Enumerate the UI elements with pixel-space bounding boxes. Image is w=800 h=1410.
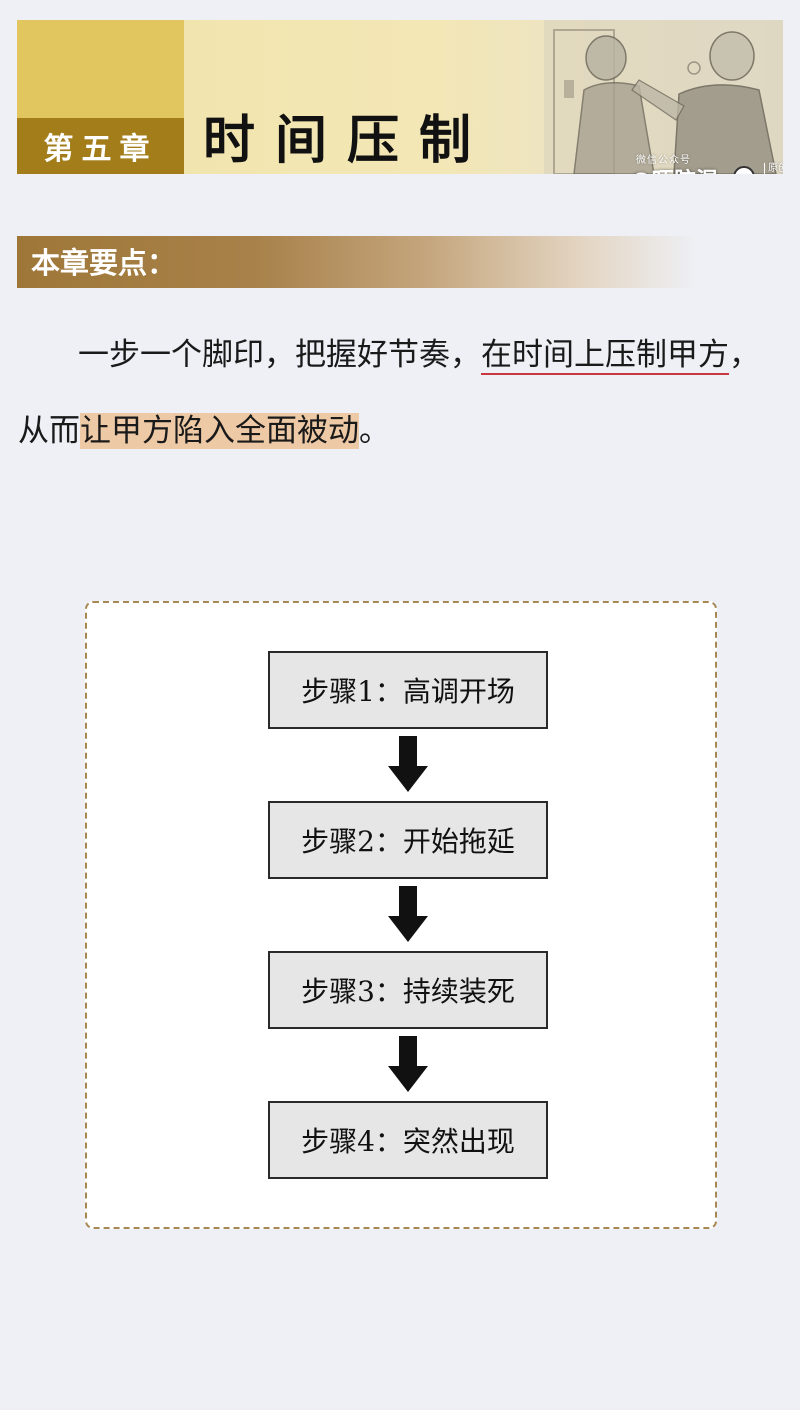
down-arrow-icon [388, 886, 428, 942]
banner-illustration [544, 20, 783, 174]
watermark-original-tag: 原创出品 [764, 163, 783, 174]
section-heading-bar: 本章要点： [17, 236, 697, 288]
section-heading: 本章要点： [31, 246, 177, 280]
chapter-label: 第五章 [17, 118, 184, 174]
down-arrow-icon [388, 1036, 428, 1092]
paragraph-text-1: 一步一个脚印，把握好节奏， [78, 337, 481, 373]
chapter-title: 时间压制 [203, 110, 492, 171]
down-arrow-icon [388, 736, 428, 792]
highlighted-phrase: 让甲方陷入全面被动 [80, 413, 359, 449]
paragraph-line-2: 从而让甲方陷入全面被动。 [18, 406, 390, 456]
paragraph-text-2: ， [729, 337, 760, 373]
watermark-account: @吓脑湿 [630, 163, 718, 174]
chapter-banner: 第五章 时间压制 微信公众号 @吓脑湿 原创出品 [17, 20, 783, 174]
banner-gold-block [17, 20, 184, 118]
flow-step-2: 步骤2：开始拖延 [268, 801, 548, 879]
flow-step-3: 步骤3：持续装死 [268, 951, 548, 1029]
underlined-phrase: 在时间上压制甲方 [481, 337, 729, 373]
paragraph-line-1: 一步一个脚印，把握好节奏，在时间上压制甲方， [78, 330, 760, 380]
watermark-subtitle: 微信公众号 [636, 155, 691, 166]
flow-step-1: 步骤1：高调开场 [268, 651, 548, 729]
flow-step-4: 步骤4：突然出现 [268, 1101, 548, 1179]
paragraph-text-3: 从而 [18, 413, 80, 449]
paragraph-text-4: 。 [359, 413, 390, 449]
